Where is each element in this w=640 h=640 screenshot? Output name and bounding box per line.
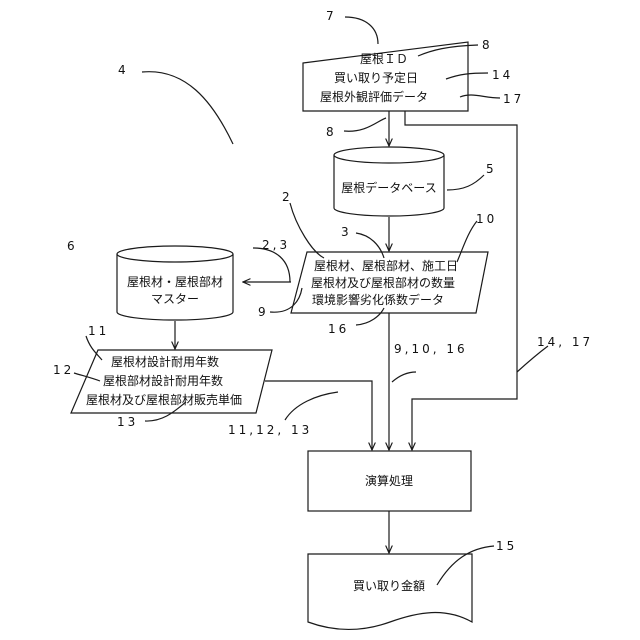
processing-box: 演算処理 xyxy=(308,451,471,511)
record-degradation-coefficient: 環境影響劣化係数データ xyxy=(312,292,444,307)
leader-8-mid xyxy=(344,118,386,131)
ref-14-top: 14 xyxy=(492,68,513,82)
ref-9: 9 xyxy=(258,305,269,319)
record-quantities: 屋根材及び屋根部材の数量 xyxy=(311,275,455,290)
master-database-line1: 屋根材・屋根部材 xyxy=(127,274,223,289)
leader-2 xyxy=(290,203,324,258)
ref-4: 4 xyxy=(118,63,129,77)
output-purchase-amount: 買い取り金額 xyxy=(353,578,425,593)
leader-2-3 xyxy=(253,248,290,282)
ref-8-top: 8 xyxy=(482,38,493,52)
input-exterior-evaluation: 屋根外観評価データ xyxy=(320,89,428,104)
leader-9-10-16 xyxy=(392,372,416,382)
input-document: 屋根ＩＤ 買い取り予定日 屋根外観評価データ xyxy=(303,42,468,111)
output-document: 買い取り金額 xyxy=(308,554,472,630)
ref-5: 5 xyxy=(486,162,497,176)
ref-10: 10 xyxy=(476,212,497,226)
ref-11: 11 xyxy=(88,324,109,338)
ref-14-17: 14, 17 xyxy=(537,335,593,349)
master-database: 屋根材・屋根部材 マスター xyxy=(117,246,233,320)
master-material-lifespan: 屋根材設計耐用年数 xyxy=(111,354,219,369)
ref-9-10-16: 9,10, 16 xyxy=(394,342,468,356)
master-component-lifespan: 屋根部材設計耐用年数 xyxy=(103,373,223,388)
leader-4 xyxy=(142,72,233,144)
input-purchase-date: 買い取り予定日 xyxy=(334,70,418,85)
ref-3: 3 xyxy=(341,225,352,239)
roof-data-record: 屋根材、屋根部材、施工日 屋根材及び屋根部材の数量 環境影響劣化係数データ xyxy=(291,252,488,313)
ref-7: 7 xyxy=(326,9,337,23)
processing-label: 演算処理 xyxy=(365,473,413,488)
ref-17-top: 17 xyxy=(503,92,524,106)
roof-database-top xyxy=(334,147,444,163)
record-materials-date: 屋根材、屋根部材、施工日 xyxy=(314,258,458,273)
ref-13: 13 xyxy=(117,415,138,429)
roof-database-label: 屋根データベース xyxy=(341,180,436,195)
leader-14-17 xyxy=(517,346,548,372)
roof-database: 屋根データベース xyxy=(334,147,444,216)
leader-11-12-13 xyxy=(285,392,338,420)
master-unit-price: 屋根材及び屋根部材販売単価 xyxy=(86,392,242,407)
ref-11-12-13: 11,12, 13 xyxy=(228,423,312,437)
ref-2: 2 xyxy=(282,190,293,204)
leader-7 xyxy=(345,17,378,44)
ref-12: 12 xyxy=(53,363,74,377)
arrow-masterdata-to-processing xyxy=(265,381,372,450)
ref-8-mid: 8 xyxy=(326,125,337,139)
ref-6: 6 xyxy=(67,239,78,253)
ref-16: 16 xyxy=(328,322,349,336)
master-database-top xyxy=(117,246,233,262)
ref-2-3: 2,3 xyxy=(262,238,290,252)
ref-15: 15 xyxy=(496,539,517,553)
leader-5 xyxy=(447,175,484,190)
leader-11 xyxy=(86,336,102,360)
master-database-line2: マスター xyxy=(151,292,199,306)
input-roof-id: 屋根ＩＤ xyxy=(360,52,408,66)
